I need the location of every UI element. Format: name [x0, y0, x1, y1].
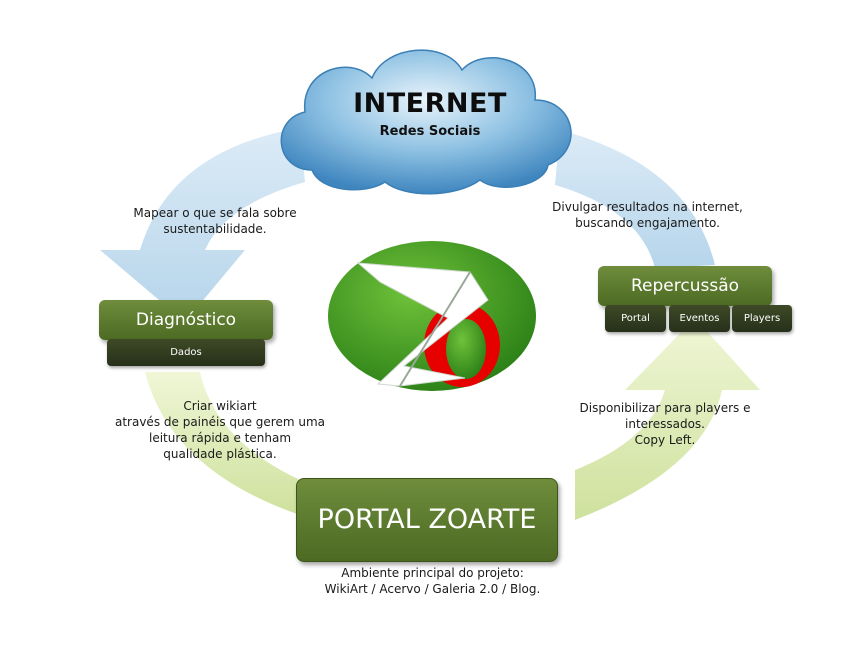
- note-top-right: Divulgar resultados na internet, buscand…: [552, 200, 743, 230]
- repercussao-box: Repercussão: [598, 266, 772, 306]
- internet-subtitle: Redes Sociais: [379, 124, 481, 139]
- cloud-shape: [280, 49, 572, 195]
- portal-sub-box: Portal: [605, 305, 666, 332]
- note-bottom-right: Disponibilizar para players e interessad…: [579, 401, 751, 447]
- internet-title: INTERNET: [353, 88, 507, 119]
- diagnostico-box: Diagnóstico: [99, 300, 273, 340]
- note-bottom: Ambiente principal do projeto: WikiArt /…: [324, 566, 541, 596]
- arrow-bottom-right: [575, 318, 760, 520]
- eventos-sub-box: Eventos: [669, 305, 730, 332]
- arrow-top-left: [100, 128, 305, 322]
- dados-box: Dados: [107, 339, 265, 366]
- note-bottom-left: Criar wikiart através de painéis que ger…: [114, 399, 326, 461]
- note-top-left: Mapear o que se fala sobre sustentabilid…: [133, 206, 297, 236]
- arrow-top-right: [555, 130, 715, 268]
- portal-zoarte-box: PORTAL ZOARTE: [296, 478, 558, 562]
- players-sub-box: Players: [732, 305, 792, 332]
- zo-logo-icon: [328, 241, 536, 391]
- arrow-bottom-left: [145, 372, 300, 515]
